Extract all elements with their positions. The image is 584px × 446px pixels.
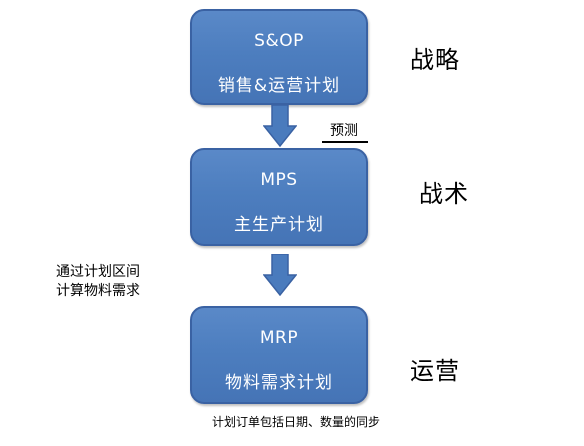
forecast-note: 预测: [322, 121, 368, 143]
mps-subtitle: 主生产计划: [234, 215, 324, 235]
down-arrow-icon: [263, 254, 297, 296]
sop-subtitle: 销售&运营计划: [217, 76, 341, 96]
mrp-box: MRP 物料需求计划: [190, 306, 368, 404]
level-label-tactic: 战术: [419, 180, 469, 208]
interval-note-line2: 计算物料需求: [56, 283, 140, 299]
mrp-title: MRP: [259, 328, 299, 348]
sop-box: S&OP 销售&运营计划: [190, 9, 368, 105]
mrp-subtitle: 物料需求计划: [225, 373, 333, 393]
level-label-operations: 运营: [410, 357, 460, 385]
interval-note-line1: 通过计划区间: [56, 264, 140, 280]
mps-box: MPS 主生产计划: [190, 148, 368, 246]
down-arrow-icon: [263, 105, 297, 147]
level-label-strategy: 战略: [410, 46, 460, 74]
mps-title: MPS: [260, 170, 298, 190]
bottom-note: 计划订单包括日期、数量的同步: [212, 415, 381, 429]
sop-title: S&OP: [254, 31, 304, 51]
